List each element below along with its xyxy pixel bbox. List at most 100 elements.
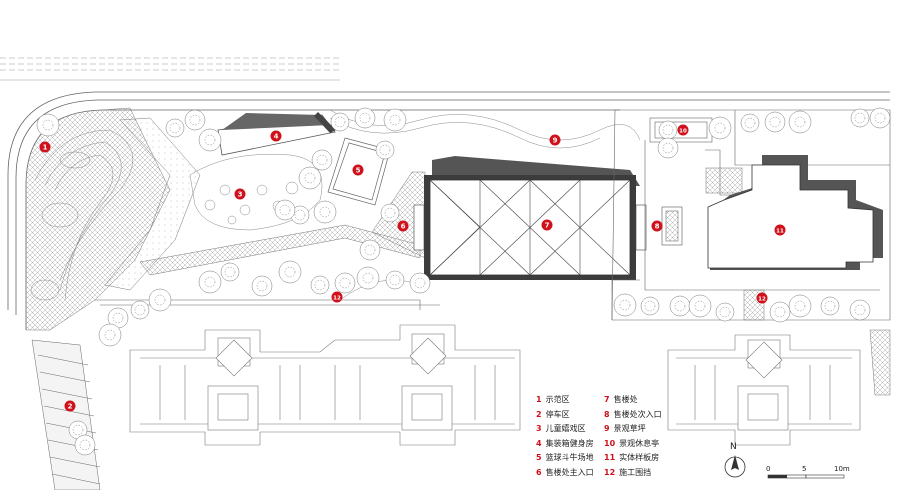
tree-inner: [362, 272, 374, 284]
tree-inner: [334, 116, 346, 128]
tree-inner: [662, 124, 674, 136]
diagonal-walkway: [139, 224, 421, 276]
svg-text:11: 11: [776, 228, 784, 234]
tree-inner: [72, 424, 84, 436]
model-house: [707, 155, 883, 270]
svg-text:3: 3: [238, 190, 243, 198]
tree-inner: [379, 144, 391, 156]
tree-inner: [714, 122, 726, 134]
scale-label-10m: 10m: [834, 465, 850, 473]
plan-marker-12: 12: [756, 292, 768, 304]
tree-inner: [204, 134, 216, 146]
sales-office: [413, 156, 647, 280]
tree-inner: [204, 276, 216, 288]
tree-inner: [644, 300, 656, 312]
svg-text:12: 12: [758, 296, 766, 302]
plan-marker-4: 4: [270, 130, 282, 142]
tree-inner: [384, 207, 396, 219]
tree-inner: [339, 277, 351, 289]
scale-label-0: 0: [766, 465, 771, 473]
scale-bar: [767, 474, 845, 479]
tree-inner: [874, 112, 886, 124]
scale-label-5: 5: [802, 465, 807, 473]
svg-text:4: 4: [274, 132, 279, 140]
svg-text:7: 7: [545, 221, 550, 229]
plan-marker-11: 11: [774, 224, 786, 236]
tree-inner: [284, 266, 296, 278]
tree-inner: [389, 274, 401, 286]
tree-inner: [662, 142, 674, 154]
svg-text:2: 2: [68, 402, 73, 410]
plan-marker-3: 3: [234, 188, 246, 200]
tree-inner: [304, 172, 316, 184]
plan-marker-7: 7: [541, 219, 553, 231]
tree-inner: [316, 154, 328, 166]
retaining-wall: [104, 117, 201, 291]
tree-inner: [794, 300, 806, 312]
plan-marker-10: 10: [677, 124, 689, 136]
tree-inner: [364, 244, 376, 256]
tree-inner: [224, 266, 236, 278]
tree-inner: [854, 304, 866, 316]
east-edge-strip: [869, 329, 891, 396]
plaza-contours: [30, 129, 134, 301]
tree-inner: [769, 116, 781, 128]
tree-inner: [154, 294, 166, 306]
tree-inner: [774, 306, 786, 318]
tree-inner: [112, 312, 124, 324]
tree-inner: [79, 439, 91, 451]
tree-inner: [824, 300, 836, 312]
residential-buildings: [129, 324, 861, 446]
plan-marker-5: 5: [352, 164, 364, 176]
plan-marker-6: 6: [397, 220, 409, 232]
svg-text:6: 6: [401, 222, 406, 230]
plan-marker-1: 1: [39, 141, 51, 153]
road-lines: [0, 57, 340, 81]
plan-marker-12: 12: [331, 291, 343, 303]
tree-inner: [189, 114, 201, 126]
tree-inner: [719, 306, 731, 318]
tree-inner: [674, 300, 686, 312]
tree-inner: [619, 299, 631, 311]
plan-marker-2: 2: [64, 400, 76, 412]
plan-marker-9: 9: [549, 134, 561, 146]
svg-text:9: 9: [553, 136, 558, 144]
svg-text:10: 10: [679, 128, 687, 134]
trees: [36, 107, 891, 456]
plan-marker-8: 8: [651, 220, 663, 232]
svg-text:12: 12: [333, 295, 341, 301]
tree-inner: [854, 112, 866, 124]
tree-inner: [694, 300, 706, 312]
tree-inner: [389, 114, 401, 126]
svg-text:5: 5: [356, 166, 361, 174]
tree-inner: [794, 116, 806, 128]
svg-text:1: 1: [43, 143, 48, 151]
north-label: N: [730, 442, 737, 452]
north-arrow: [724, 455, 746, 478]
tree-inner: [279, 204, 291, 216]
tree-inner: [294, 209, 306, 221]
tree-inner: [169, 122, 181, 134]
tree-inner: [134, 304, 146, 316]
tree-inner: [414, 277, 426, 289]
parking-strip: [31, 339, 101, 490]
tree-inner: [744, 117, 756, 129]
tree-inner: [104, 329, 116, 341]
tree-inner: [256, 280, 268, 292]
tree-inner: [359, 112, 371, 124]
